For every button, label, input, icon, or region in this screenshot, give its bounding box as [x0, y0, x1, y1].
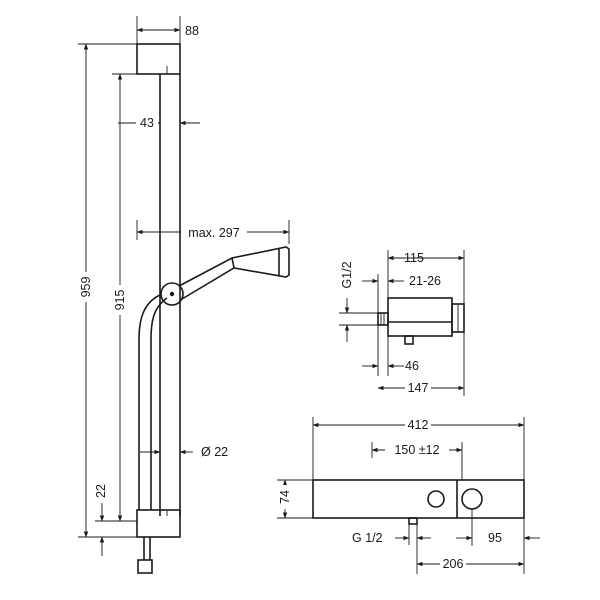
handle-offset-label: 95: [488, 531, 502, 545]
centers-label: 150 ±12: [394, 443, 439, 457]
hand-shower: [178, 246, 290, 300]
front-width-label: 412: [408, 418, 429, 432]
height-label: 46: [405, 359, 419, 373]
outlet-label: G 1/2: [352, 531, 383, 545]
rail-height-label: 915: [113, 290, 127, 311]
thermostat-front-view: 412 150 ±12 74 G 1/2 95 206: [277, 417, 540, 574]
top-bracket: [136, 43, 181, 75]
width-label: 88: [185, 24, 199, 38]
connection-label: G1/2: [340, 261, 354, 288]
depth-label: 115: [404, 251, 424, 265]
overall-height-label: 959: [79, 277, 93, 298]
outlet-offset-label: 206: [443, 557, 464, 571]
shower-rail-view: 88 43 max. 297 959 915 22 Ø 22: [78, 16, 290, 574]
hose-connector: [137, 559, 153, 574]
flow-handle: [427, 490, 445, 508]
temperature-handle: [461, 488, 483, 510]
slider-knob: [160, 282, 184, 306]
inlet-thread: [377, 312, 389, 326]
outlet-connector: [408, 517, 418, 525]
bottom-offset-label: 22: [94, 484, 108, 498]
rail-curved-support: [138, 294, 161, 510]
thermostat-side-body: [387, 297, 453, 337]
front-height-label: 74: [278, 490, 292, 504]
thermostat-side-view: G1/2 115 21-26 46 147: [339, 250, 465, 396]
rail-depth-label: 43: [140, 116, 154, 130]
rail-diameter-label: Ø 22: [201, 445, 228, 459]
total-depth-label: 147: [408, 381, 429, 395]
wall-range-label: 21-26: [409, 274, 441, 288]
bottom-bracket: [136, 509, 181, 538]
thermostat-front-body: [312, 479, 525, 519]
hose-reach-label: max. 297: [188, 226, 239, 240]
